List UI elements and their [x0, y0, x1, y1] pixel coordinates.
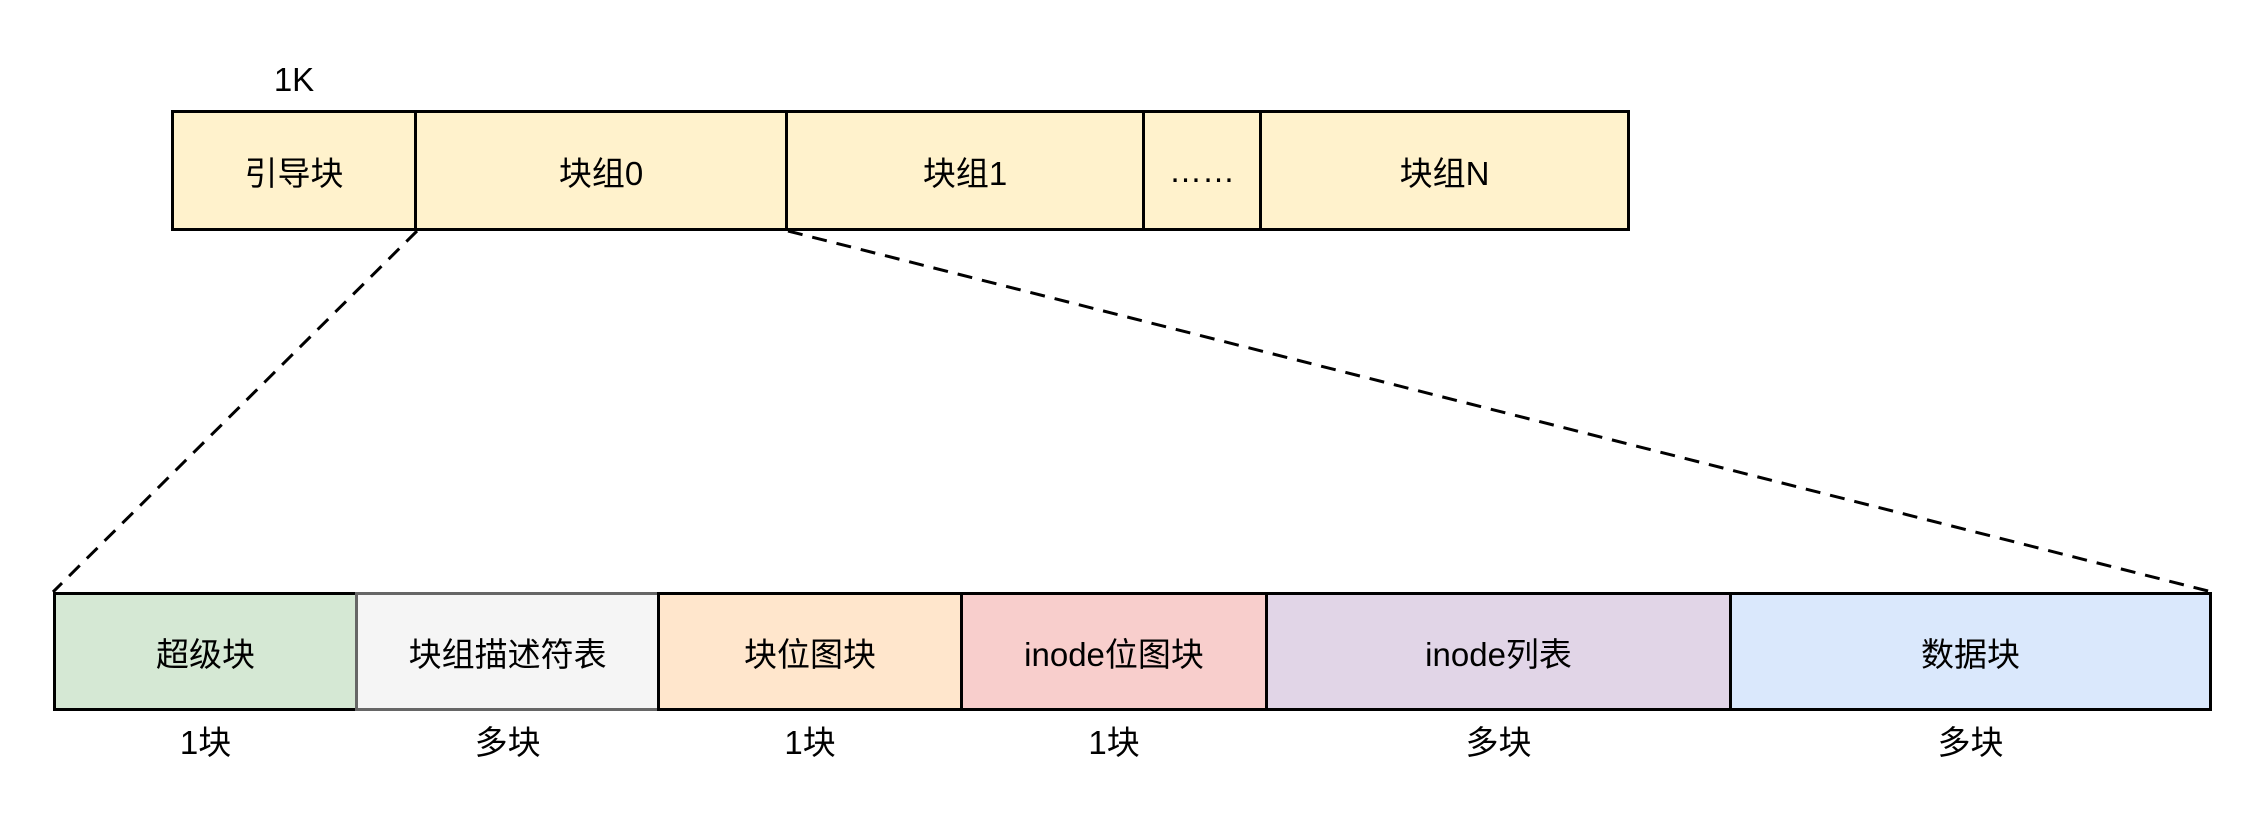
group-segment-superblock: 超级块 [53, 592, 359, 711]
segment-label: inode列表 [1425, 635, 1572, 673]
segment-label: 块位图块 [744, 635, 877, 673]
block-count-row: 1块 多块 1块 1块 多块 多块 [53, 716, 2212, 764]
group-segment-group-descriptor-table: 块组描述符表 [355, 592, 661, 711]
segment-label: 块组描述符表 [408, 635, 607, 673]
segment-label: 块组N [1399, 154, 1490, 192]
segment-label: 块组0 [558, 154, 644, 192]
disk-segment-block-group-n: 块组N [1259, 110, 1630, 231]
disk-segment-ellipsis: …… [1142, 110, 1263, 231]
segment-label: 块组1 [922, 154, 1008, 192]
segment-label: 超级块 [156, 635, 256, 673]
count-label-data-blocks: 多块 [1937, 724, 2004, 761]
segment-label: 数据块 [1921, 635, 2020, 673]
disk-row: 引导块 块组0 块组1 …… 块组N [171, 110, 1630, 231]
count-label-inode-bitmap: 1块 [1088, 724, 1140, 761]
segment-label: inode位图块 [1024, 635, 1204, 673]
disk-segment-boot-block: 引导块 [171, 110, 417, 231]
block-group-row: 超级块 块组描述符表 块位图块 inode位图块 inode列表 数据块 [53, 592, 2212, 711]
count-label-group-descriptor-table: 多块 [474, 724, 541, 761]
group-segment-inode-bitmap: inode位图块 [960, 592, 1269, 711]
segment-label: …… [1169, 151, 1236, 189]
group-segment-data-blocks: 数据块 [1729, 592, 2212, 711]
count-label-block-bitmap: 1块 [784, 724, 836, 761]
block-size-label: 1K [273, 61, 315, 98]
group-segment-inode-table: inode列表 [1265, 592, 1733, 711]
disk-segment-block-group-1: 块组1 [785, 110, 1146, 231]
count-label-superblock: 1块 [179, 724, 232, 761]
left-connector-line [51, 229, 419, 594]
right-connector-line [787, 229, 2213, 594]
count-label-inode-table: 多块 [1465, 724, 1532, 761]
disk-segment-block-group-0: 块组0 [413, 110, 788, 231]
group-segment-block-bitmap: 块位图块 [657, 592, 963, 711]
segment-label: 引导块 [244, 154, 344, 192]
